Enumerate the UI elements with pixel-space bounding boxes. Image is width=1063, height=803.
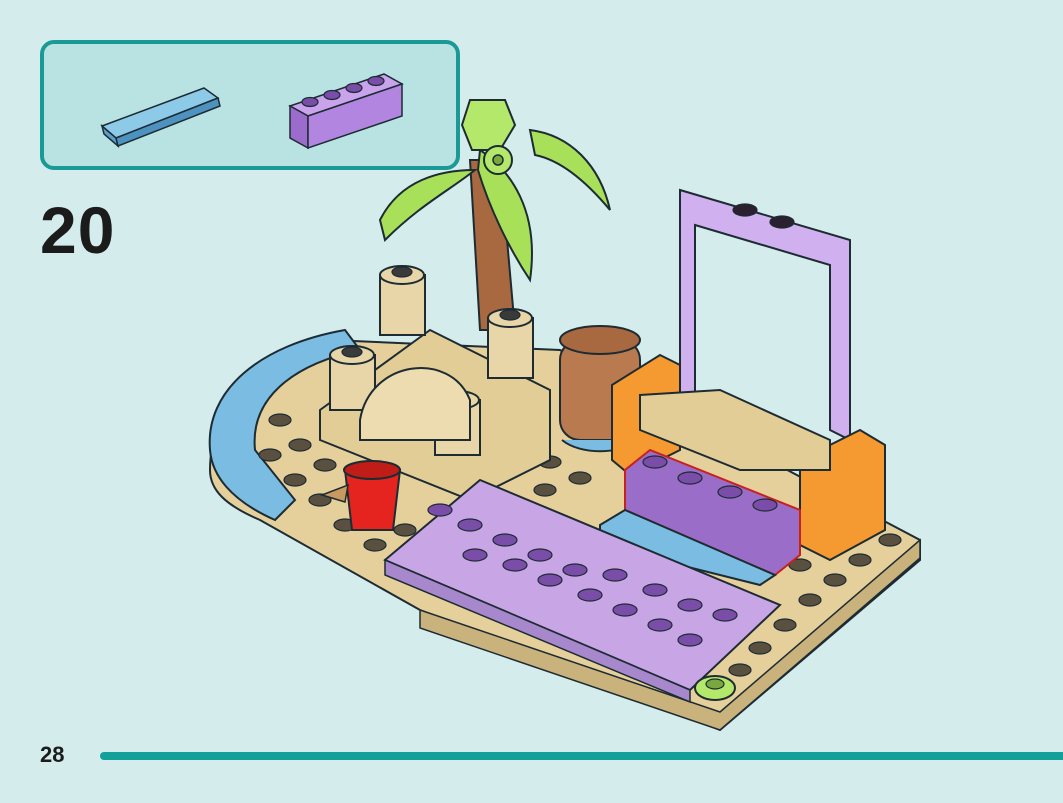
green-flower bbox=[694, 675, 736, 701]
tan-castle bbox=[319, 265, 551, 502]
page-number: 28 bbox=[40, 742, 65, 767]
purple-stairs bbox=[599, 448, 801, 587]
parts-callout-box bbox=[40, 40, 460, 170]
page-footer-rule bbox=[100, 752, 1063, 760]
orange-bricks bbox=[611, 353, 886, 562]
curved-blue-tile bbox=[208, 328, 362, 522]
red-bucket bbox=[319, 460, 402, 531]
parts-illustration bbox=[100, 73, 404, 150]
floor-studs bbox=[427, 455, 778, 647]
step-number: 20 bbox=[40, 193, 116, 267]
base-studs bbox=[258, 413, 902, 677]
part-lavender-brick bbox=[288, 73, 404, 150]
palm-tree bbox=[378, 99, 611, 331]
part-light-blue-tile bbox=[100, 87, 221, 149]
